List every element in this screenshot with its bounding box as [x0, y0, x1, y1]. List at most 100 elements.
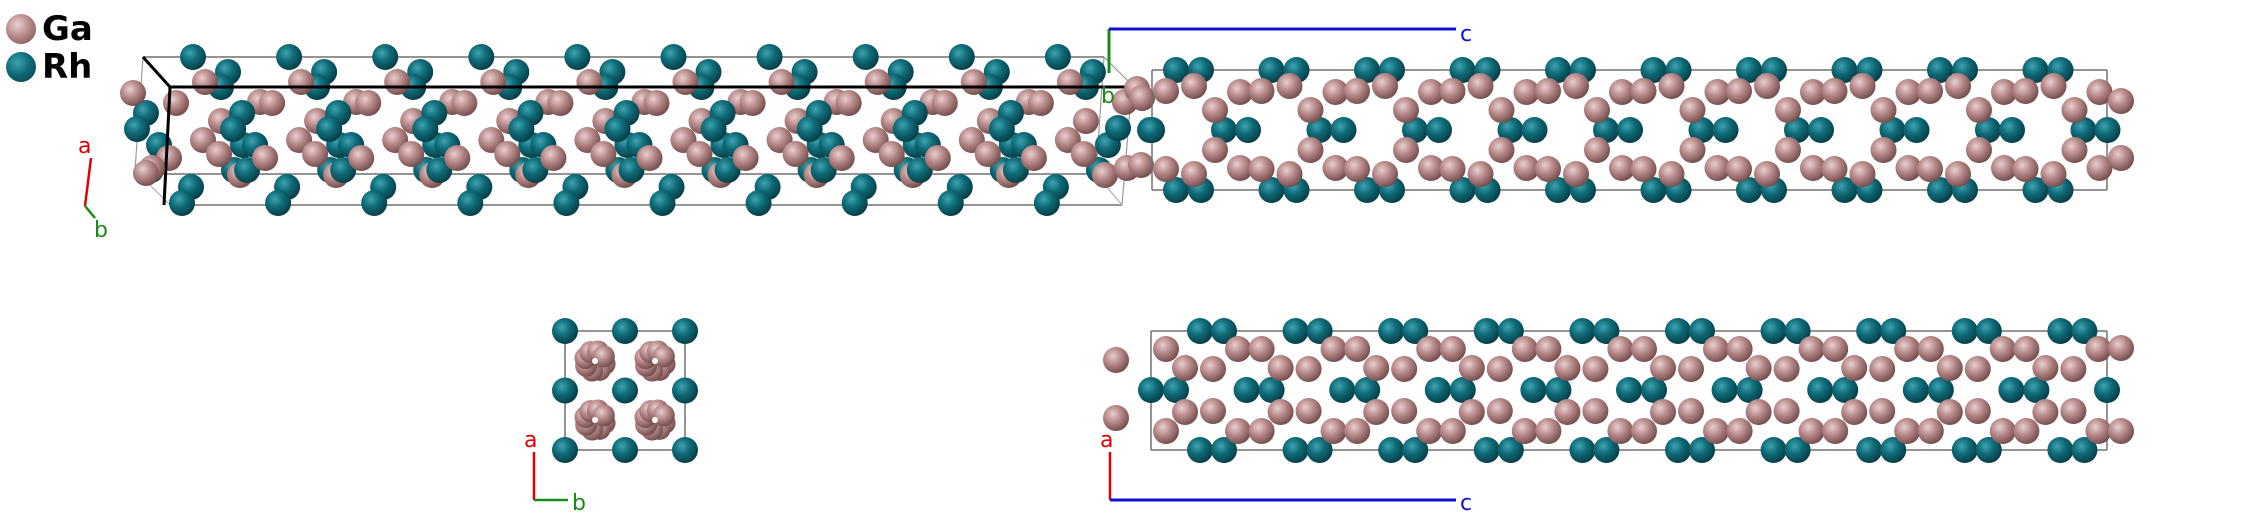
rh-atom [2094, 117, 2121, 143]
ga-atom [1895, 155, 1922, 181]
ga-atom [1563, 161, 1589, 187]
ga-atom [1609, 79, 1635, 105]
ga-atom [1679, 137, 1706, 163]
ga-atom [1248, 336, 1275, 362]
axis-label-b: b [572, 491, 586, 516]
ga-atom [2085, 336, 2112, 362]
rh-atom [1473, 437, 1500, 463]
ga-atom [1582, 398, 1609, 424]
rh-atom [1569, 437, 1596, 463]
ga-atom [1554, 355, 1581, 381]
ga-atom [1227, 79, 1253, 105]
rh-atom [2071, 318, 2098, 344]
ga-atom [302, 141, 329, 167]
ga-atom [1153, 336, 1179, 362]
ga-atom [2032, 355, 2059, 381]
rh-atom [1807, 377, 1834, 403]
ga-atom [1726, 78, 1752, 104]
ga-atom [2061, 97, 2088, 123]
ga-atom [1798, 336, 1825, 362]
element-legend: Ga Rh [6, 10, 93, 86]
rh-atom [1880, 437, 1907, 463]
ga-atom [1966, 137, 1992, 163]
ga-atom [643, 90, 670, 116]
ga-atom [1631, 418, 1657, 444]
rh-atom [1497, 117, 1524, 143]
ga-atom [576, 69, 603, 95]
ga-atom [1091, 162, 1118, 188]
rh-atom [1784, 117, 1810, 143]
ga-atom [1322, 79, 1349, 105]
rh-atom [169, 190, 195, 216]
axis-label-a: a [1100, 428, 1113, 453]
ga-atom [1181, 73, 1207, 99]
legend-label-rh: Rh [42, 47, 93, 87]
ga-atom [1754, 73, 1780, 99]
ga-atom [1607, 418, 1634, 444]
rh-atom [672, 377, 698, 404]
rh-atom [1044, 44, 1071, 70]
ga-atom [1798, 418, 1825, 444]
ga-atom [1841, 399, 1868, 425]
ga-atom [1153, 78, 1179, 104]
ga-atom [828, 145, 855, 171]
rh-atom [1736, 57, 1762, 83]
legend-item-rh: Rh [6, 48, 93, 86]
ga-atom [2040, 161, 2067, 187]
ga-atom [1486, 356, 1513, 382]
ga-atom [1418, 155, 1444, 181]
ga-atom [2040, 73, 2067, 99]
ga-atom [1072, 108, 1099, 134]
ga-atom [1870, 97, 1897, 123]
rh-atom [1545, 377, 1572, 403]
legend-item-ga: Ga [6, 10, 93, 48]
ga-atom [1248, 156, 1275, 182]
rh-atom [660, 44, 687, 70]
rh-atom [1426, 117, 1452, 143]
rh-atom [2094, 377, 2120, 403]
view-perspective [120, 44, 1163, 216]
column-channel [652, 358, 658, 364]
ga-atom [1225, 336, 1251, 362]
ga-atom [1439, 336, 1466, 362]
ga-atom [1129, 85, 1155, 111]
ga-atom [1917, 418, 1944, 444]
ga-atom [652, 345, 675, 368]
axis-a-line [83, 157, 93, 207]
axis-label-a: a [524, 428, 537, 453]
ga-atom [206, 141, 232, 167]
rh-atom [1593, 117, 1619, 143]
rh-atom [220, 116, 247, 142]
ga-atom [1297, 97, 1324, 123]
rh-atom [124, 116, 150, 142]
ga-atom [1535, 336, 1562, 362]
rh-atom [2023, 377, 2050, 403]
ga-atom [1393, 97, 1419, 123]
axis-label-c: c [1460, 22, 1472, 47]
ga-atom [1869, 356, 1896, 382]
rh-atom [1951, 318, 1978, 344]
rh-atom [1329, 377, 1356, 403]
ga-atom [1391, 356, 1418, 382]
rh-atom [1211, 117, 1237, 143]
rh-atom [1354, 57, 1380, 83]
ga-atom [288, 69, 315, 95]
ga-atom [384, 69, 411, 95]
ga-atom [1773, 356, 1800, 382]
ga-atom [1658, 161, 1685, 187]
ga-atom [768, 69, 795, 95]
ga-atom [2108, 88, 2134, 114]
rh-atom [1330, 117, 1357, 143]
rh-atom [1163, 57, 1189, 83]
rh-atom [1641, 377, 1667, 403]
ga-atom [1056, 69, 1083, 95]
rh-atom [1927, 57, 1953, 83]
rh-atom [1593, 437, 1620, 463]
rh-atom [1856, 318, 1883, 344]
ga-atom [2060, 398, 2087, 424]
rh-atom [1831, 177, 1858, 203]
legend-label-ga: Ga [42, 9, 93, 49]
ga-atom [1467, 73, 1494, 99]
ga-atom [1297, 137, 1324, 163]
ga-atom [1821, 156, 1848, 182]
